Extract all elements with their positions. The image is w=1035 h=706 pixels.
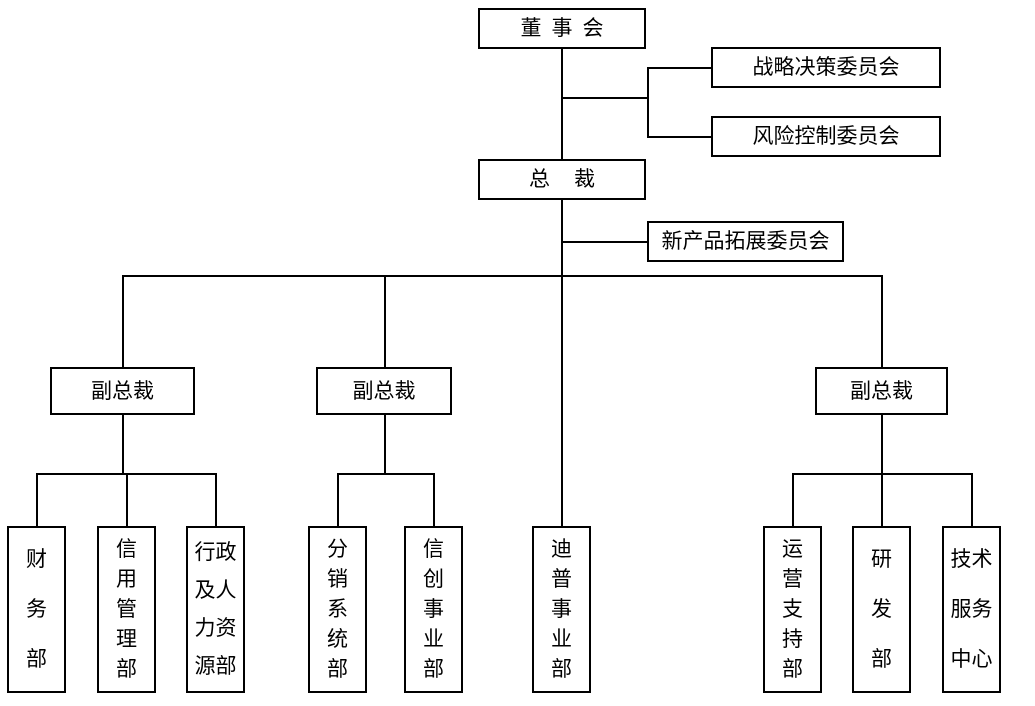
connector-vp1-drop xyxy=(122,415,124,474)
node-vice-president-2-label: 副总裁 xyxy=(352,378,416,403)
node-strategy-committee[interactable]: 战略决策委员会 xyxy=(711,47,941,88)
node-vice-president-1[interactable]: 副总裁 xyxy=(50,367,195,415)
node-xinchuang-business-division[interactable]: 信 创 事 业 部 xyxy=(404,526,463,693)
connector-to-risk-committee xyxy=(647,136,711,138)
node-dptech-business-division-label: 迪 普 事 业 部 xyxy=(551,536,572,682)
node-strategy-committee-label: 战略决策委员会 xyxy=(752,55,900,80)
connector-board-to-committee-bus xyxy=(561,97,649,99)
node-vice-president-3[interactable]: 副总裁 xyxy=(815,367,948,415)
node-operations-support-department-label: 运 营 支 持 部 xyxy=(782,536,803,682)
node-credit-management-department[interactable]: 信 用 管 理 部 xyxy=(97,526,156,693)
connector-vp1-to-admin-hr xyxy=(215,473,217,526)
node-xinchuang-business-division-label: 信 创 事 业 部 xyxy=(423,536,444,682)
node-administration-hr-department-label: 行政 及人 力资 源部 xyxy=(194,540,237,678)
node-technical-service-center-label: 技术 服务 中心 xyxy=(950,546,993,672)
node-operations-support-department[interactable]: 运 营 支 持 部 xyxy=(763,526,822,693)
connector-vp3-to-tech-service xyxy=(971,473,973,526)
node-risk-committee-label: 风险控制委员会 xyxy=(752,124,900,149)
connector-vp3-drop xyxy=(881,415,883,474)
connector-vp1-to-finance xyxy=(36,473,38,526)
connector-main-bus xyxy=(122,275,883,277)
connector-vp3-to-operations xyxy=(792,473,794,526)
connector-vp3-to-rnd xyxy=(881,473,883,526)
node-board-label: 董事会 xyxy=(520,16,614,41)
connector-bus-to-vp2 xyxy=(384,275,386,368)
node-finance-department[interactable]: 财 务 部 xyxy=(7,526,66,693)
node-rnd-department[interactable]: 研 发 部 xyxy=(852,526,911,693)
node-risk-committee[interactable]: 风险控制委员会 xyxy=(711,116,941,157)
node-credit-management-department-label: 信 用 管 理 部 xyxy=(116,536,137,682)
node-technical-service-center[interactable]: 技术 服务 中心 xyxy=(942,526,1001,693)
node-president[interactable]: 总裁 xyxy=(478,159,646,200)
node-rnd-department-label: 研 发 部 xyxy=(871,546,892,672)
node-dptech-business-division[interactable]: 迪 普 事 业 部 xyxy=(532,526,591,693)
node-vice-president-1-label: 副总裁 xyxy=(91,378,154,403)
connector-bus-to-vp1 xyxy=(122,275,124,368)
node-administration-hr-department[interactable]: 行政 及人 力资 源部 xyxy=(186,526,245,693)
connector-board-to-president xyxy=(561,48,563,160)
node-vice-president-2[interactable]: 副总裁 xyxy=(316,367,452,415)
node-new-product-committee[interactable]: 新产品拓展委员会 xyxy=(647,221,844,262)
node-finance-department-label: 财 务 部 xyxy=(26,546,47,672)
node-new-product-committee-label: 新产品拓展委员会 xyxy=(661,229,830,254)
connector-vp2-to-distribution xyxy=(337,473,339,526)
connector-vp1-to-credit xyxy=(126,473,128,526)
connector-vp2-to-xinchuang xyxy=(433,473,435,526)
connector-vp2-drop xyxy=(384,415,386,474)
connector-vp2-bus xyxy=(337,473,435,475)
node-board-of-directors[interactable]: 董事会 xyxy=(478,8,646,49)
node-vice-president-3-label: 副总裁 xyxy=(850,378,913,403)
connector-to-strategy-committee xyxy=(647,67,711,69)
node-distribution-system-department-label: 分 销 系 统 部 xyxy=(327,536,348,682)
connector-president-spine xyxy=(561,200,563,526)
connector-to-new-product-committee xyxy=(561,241,649,243)
node-president-label: 总裁 xyxy=(529,167,619,192)
connector-bus-to-vp3 xyxy=(881,275,883,368)
connector-committee-riser xyxy=(647,67,649,138)
node-distribution-system-department[interactable]: 分 销 系 统 部 xyxy=(308,526,367,693)
